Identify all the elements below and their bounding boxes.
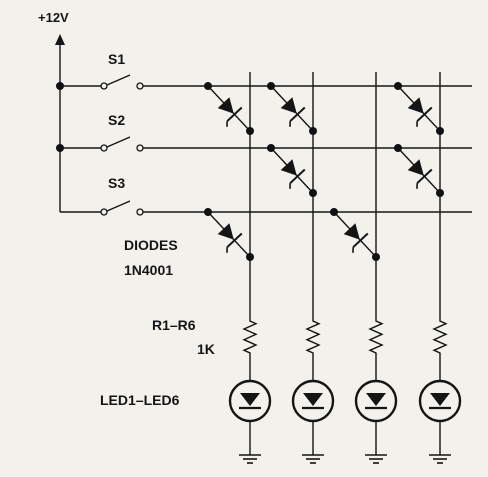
junction-dot bbox=[56, 82, 64, 90]
junction-dot bbox=[436, 189, 444, 197]
diode-symbol-icon bbox=[280, 159, 306, 189]
junction-dot bbox=[372, 253, 380, 261]
led-diode-icon bbox=[302, 393, 324, 410]
junction-dot bbox=[330, 208, 338, 216]
diode-symbol-icon bbox=[217, 97, 243, 127]
junction-dot bbox=[267, 144, 275, 152]
ground-icon bbox=[302, 454, 324, 464]
junction-dot bbox=[204, 82, 212, 90]
resistors-value: 1K bbox=[197, 341, 215, 357]
led bbox=[418, 379, 462, 423]
junction-dot bbox=[56, 144, 64, 152]
diodes-label: DIODES bbox=[124, 237, 178, 253]
diode bbox=[394, 144, 444, 197]
diode-symbol-icon bbox=[407, 97, 433, 127]
junction-dot bbox=[246, 127, 254, 135]
junction-dot bbox=[394, 82, 402, 90]
diode-array bbox=[204, 82, 444, 261]
resistor bbox=[241, 318, 259, 356]
diode bbox=[204, 208, 254, 261]
junction-dot bbox=[309, 127, 317, 135]
junction-dot bbox=[436, 127, 444, 135]
led-diode-icon bbox=[365, 393, 387, 410]
diode-symbol-icon bbox=[343, 223, 369, 253]
diode-symbol-icon bbox=[217, 223, 243, 253]
supply-label: +12V bbox=[38, 10, 69, 25]
switch-s1 bbox=[60, 74, 144, 90]
switch-s2-label: S2 bbox=[108, 112, 125, 128]
arrow-up-icon bbox=[55, 34, 65, 45]
junction-dot bbox=[394, 144, 402, 152]
bus-lines bbox=[143, 85, 472, 213]
junction-dot bbox=[309, 189, 317, 197]
diode bbox=[394, 82, 444, 135]
led bbox=[291, 379, 335, 423]
diode bbox=[267, 82, 317, 135]
junction-dot bbox=[267, 82, 275, 90]
led-outputs bbox=[228, 318, 462, 464]
leds-label: LED1–LED6 bbox=[100, 392, 180, 408]
ground-icon bbox=[429, 454, 451, 464]
switch-s3-label: S3 bbox=[108, 175, 125, 191]
diode bbox=[267, 144, 317, 197]
led-diode-icon bbox=[239, 393, 261, 410]
supply-rail bbox=[55, 34, 65, 212]
resistor bbox=[367, 318, 385, 356]
diode bbox=[330, 208, 380, 261]
junction-dot bbox=[204, 208, 212, 216]
resistors-label: R1–R6 bbox=[152, 317, 196, 333]
ground-icon bbox=[239, 454, 261, 464]
diode bbox=[204, 82, 254, 135]
diode-symbol-icon bbox=[407, 159, 433, 189]
diodes-part: 1N4001 bbox=[124, 262, 173, 278]
led bbox=[354, 379, 398, 423]
led-diode-icon bbox=[429, 393, 451, 410]
diode-symbol-icon bbox=[280, 97, 306, 127]
switch-s3 bbox=[60, 200, 144, 216]
resistor bbox=[304, 318, 322, 356]
resistor bbox=[431, 318, 449, 356]
led bbox=[228, 379, 272, 423]
junction-dot bbox=[246, 253, 254, 261]
switch-s1-label: S1 bbox=[108, 51, 125, 67]
ground-icon bbox=[365, 454, 387, 464]
